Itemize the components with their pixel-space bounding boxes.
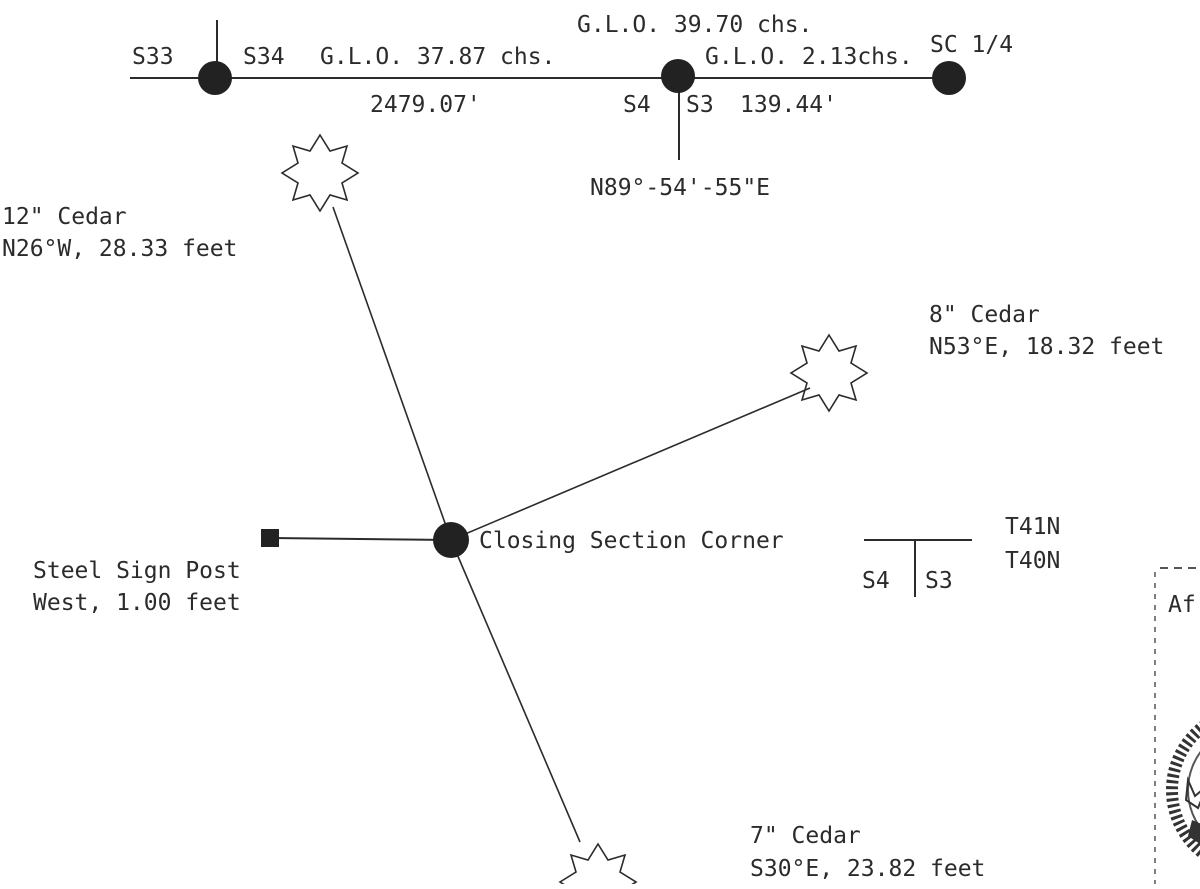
- tree-icon-ne: [789, 333, 869, 413]
- label-glo-east: G.L.O. 2.13chs.: [705, 44, 913, 70]
- label-s4-top: S4: [623, 92, 651, 118]
- tie-line-west: [271, 537, 452, 541]
- label-s33: S33: [132, 44, 174, 70]
- tie-line-se: [450, 539, 581, 843]
- label-closing-section-corner: Closing Section Corner: [479, 528, 784, 554]
- seal-icon: [1166, 721, 1200, 859]
- sign-post-line1: Steel Sign Post: [33, 558, 241, 584]
- label-glo-west: G.L.O. 37.87 chs.: [320, 44, 555, 70]
- label-s4-township: S4: [862, 568, 890, 594]
- tree-icon-nw: [280, 133, 360, 213]
- sign-post-icon: [261, 529, 279, 547]
- monument-s33-s34: [198, 61, 232, 95]
- label-distance-east: 139.44': [740, 92, 837, 118]
- tree-nw-bearing: N26°W, 28.33 feet: [2, 236, 237, 262]
- label-bearing: N89°-54'-55"E: [590, 175, 770, 201]
- label-t41n: T41N: [1005, 514, 1060, 540]
- tree-icon-se: [558, 842, 638, 889]
- tree-ne-size: 8" Cedar: [929, 302, 1040, 328]
- monument-s4-s3-top: [661, 59, 695, 93]
- monument-sc-quarter: [932, 61, 966, 95]
- affidavit-text: Af: [1168, 592, 1196, 618]
- label-s3-township: S3: [925, 568, 953, 594]
- tree-nw-size: 12" Cedar: [2, 204, 127, 230]
- tree-se-size: 7" Cedar: [750, 823, 861, 849]
- monument-closing-section-corner: [433, 522, 469, 558]
- tree-se-bearing: S30°E, 23.82 feet: [750, 856, 985, 882]
- label-glo-total: G.L.O. 39.70 chs.: [577, 12, 812, 38]
- label-s34: S34: [243, 44, 285, 70]
- label-t40n: T40N: [1005, 548, 1060, 574]
- tree-ne-bearing: N53°E, 18.32 feet: [929, 334, 1164, 360]
- sign-post-line2: West, 1.00 feet: [33, 590, 241, 616]
- label-sc-quarter: SC 1/4: [930, 32, 1013, 58]
- label-s3-top: S3: [686, 92, 714, 118]
- affidavit-box: Af: [1154, 567, 1200, 884]
- tie-line-nw: [332, 206, 452, 541]
- tie-line-ne: [450, 387, 811, 541]
- label-distance-west: 2479.07': [370, 92, 481, 118]
